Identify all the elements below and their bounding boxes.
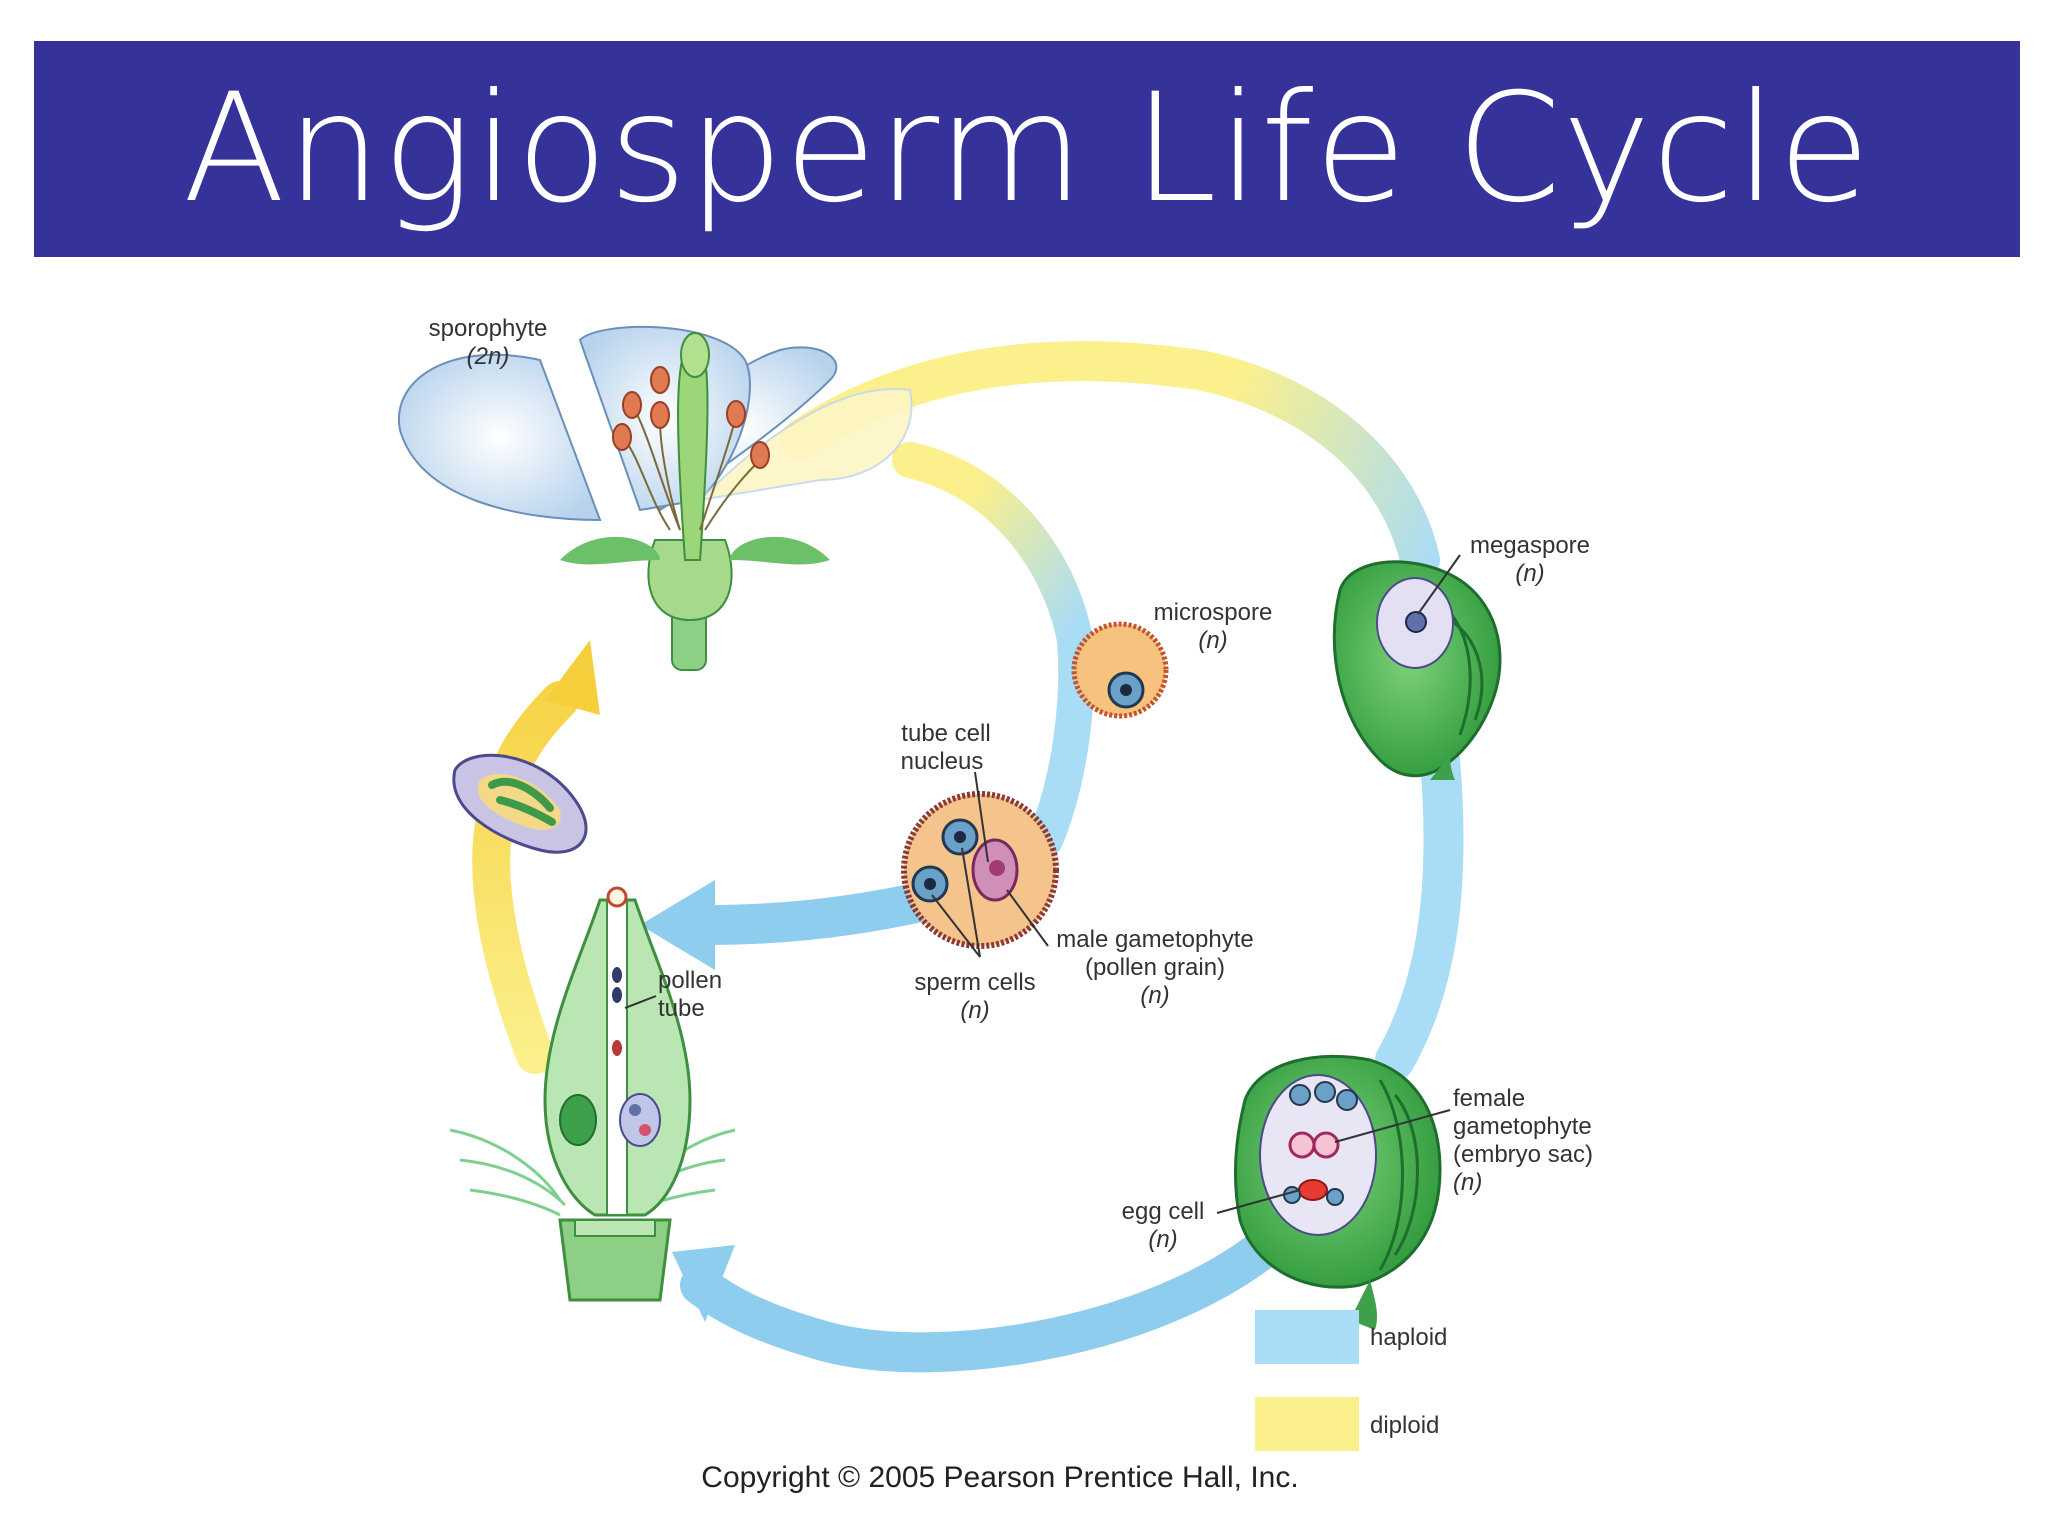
bottom-arc-arrow — [680, 1205, 1310, 1373]
megaspore-ovule — [1332, 560, 1502, 780]
pollen-tube-label-line2: tube — [658, 995, 705, 1022]
sperm-cells-ploidy-label: (n) — [960, 997, 989, 1024]
page-title: Angiosperm Life Cycle — [182, 62, 1872, 236]
microspore-label: microspore — [1154, 599, 1273, 626]
egg-cell-label: egg cell — [1122, 1198, 1205, 1225]
legend-diploid-swatch — [1255, 1397, 1359, 1451]
outer-arc-arrow — [780, 341, 1440, 580]
sporophyte-label: sporophyte — [429, 315, 548, 342]
seed — [452, 753, 588, 854]
megaspore-ploidy-label: (n) — [1515, 560, 1544, 587]
pollinated-flower — [449, 886, 736, 1302]
legend: haploid diploid — [1255, 1310, 1447, 1451]
bottom-arrow-head — [672, 1245, 735, 1322]
pollen-grain — [901, 791, 1059, 949]
female-gametophyte-ploidy-label: (n) — [1453, 1169, 1482, 1196]
sporophyte-flower — [397, 325, 913, 671]
middle-arrow-head — [640, 880, 715, 970]
tube-cell-nucleus-label-line1: tube cell — [901, 720, 990, 747]
megaspore-label: megaspore — [1470, 532, 1590, 559]
male-gametophyte-label-line1: male gametophyte — [1056, 926, 1253, 953]
legend-haploid-label: haploid — [1370, 1324, 1447, 1351]
legend-diploid-label: diploid — [1370, 1412, 1439, 1439]
pollen-tube-label-line1: pollen — [658, 967, 722, 994]
female-gametophyte-label-line2: gametophyte — [1453, 1113, 1592, 1140]
left-arrow-head — [545, 640, 600, 715]
female-gametophyte-label-line3: (embryo sac) — [1453, 1141, 1593, 1168]
leader-lines — [624, 554, 1461, 1214]
inner-arc-arrow — [892, 442, 1095, 858]
legend-haploid-swatch — [1255, 1310, 1359, 1364]
left-arc-arrow — [472, 681, 579, 1074]
sporophyte-ploidy-label: (2n) — [467, 343, 510, 370]
title-bar: Angiosperm Life Cycle — [34, 41, 2020, 257]
copyright-notice: Copyright © 2005 Pearson Prentice Hall, … — [701, 1461, 1298, 1494]
female-gametophyte-ovule — [1233, 1054, 1442, 1330]
tube-cell-nucleus-label-line2: nucleus — [901, 748, 984, 775]
microspore-cell — [1071, 621, 1169, 719]
female-gametophyte-label-line1: female — [1453, 1085, 1525, 1112]
microspore-ploidy-label: (n) — [1198, 627, 1227, 654]
egg-cell-ploidy-label: (n) — [1148, 1226, 1177, 1253]
male-gametophyte-ploidy-label: (n) — [1140, 982, 1169, 1009]
right-vertical-arrow — [1375, 740, 1464, 1080]
labels: sporophyte (2n) megaspore (n) microspore… — [429, 315, 1593, 1253]
male-gametophyte-label-line2: (pollen grain) — [1085, 954, 1225, 981]
middle-arrow-shaft — [685, 880, 950, 945]
sperm-cells-label: sperm cells — [914, 969, 1035, 996]
